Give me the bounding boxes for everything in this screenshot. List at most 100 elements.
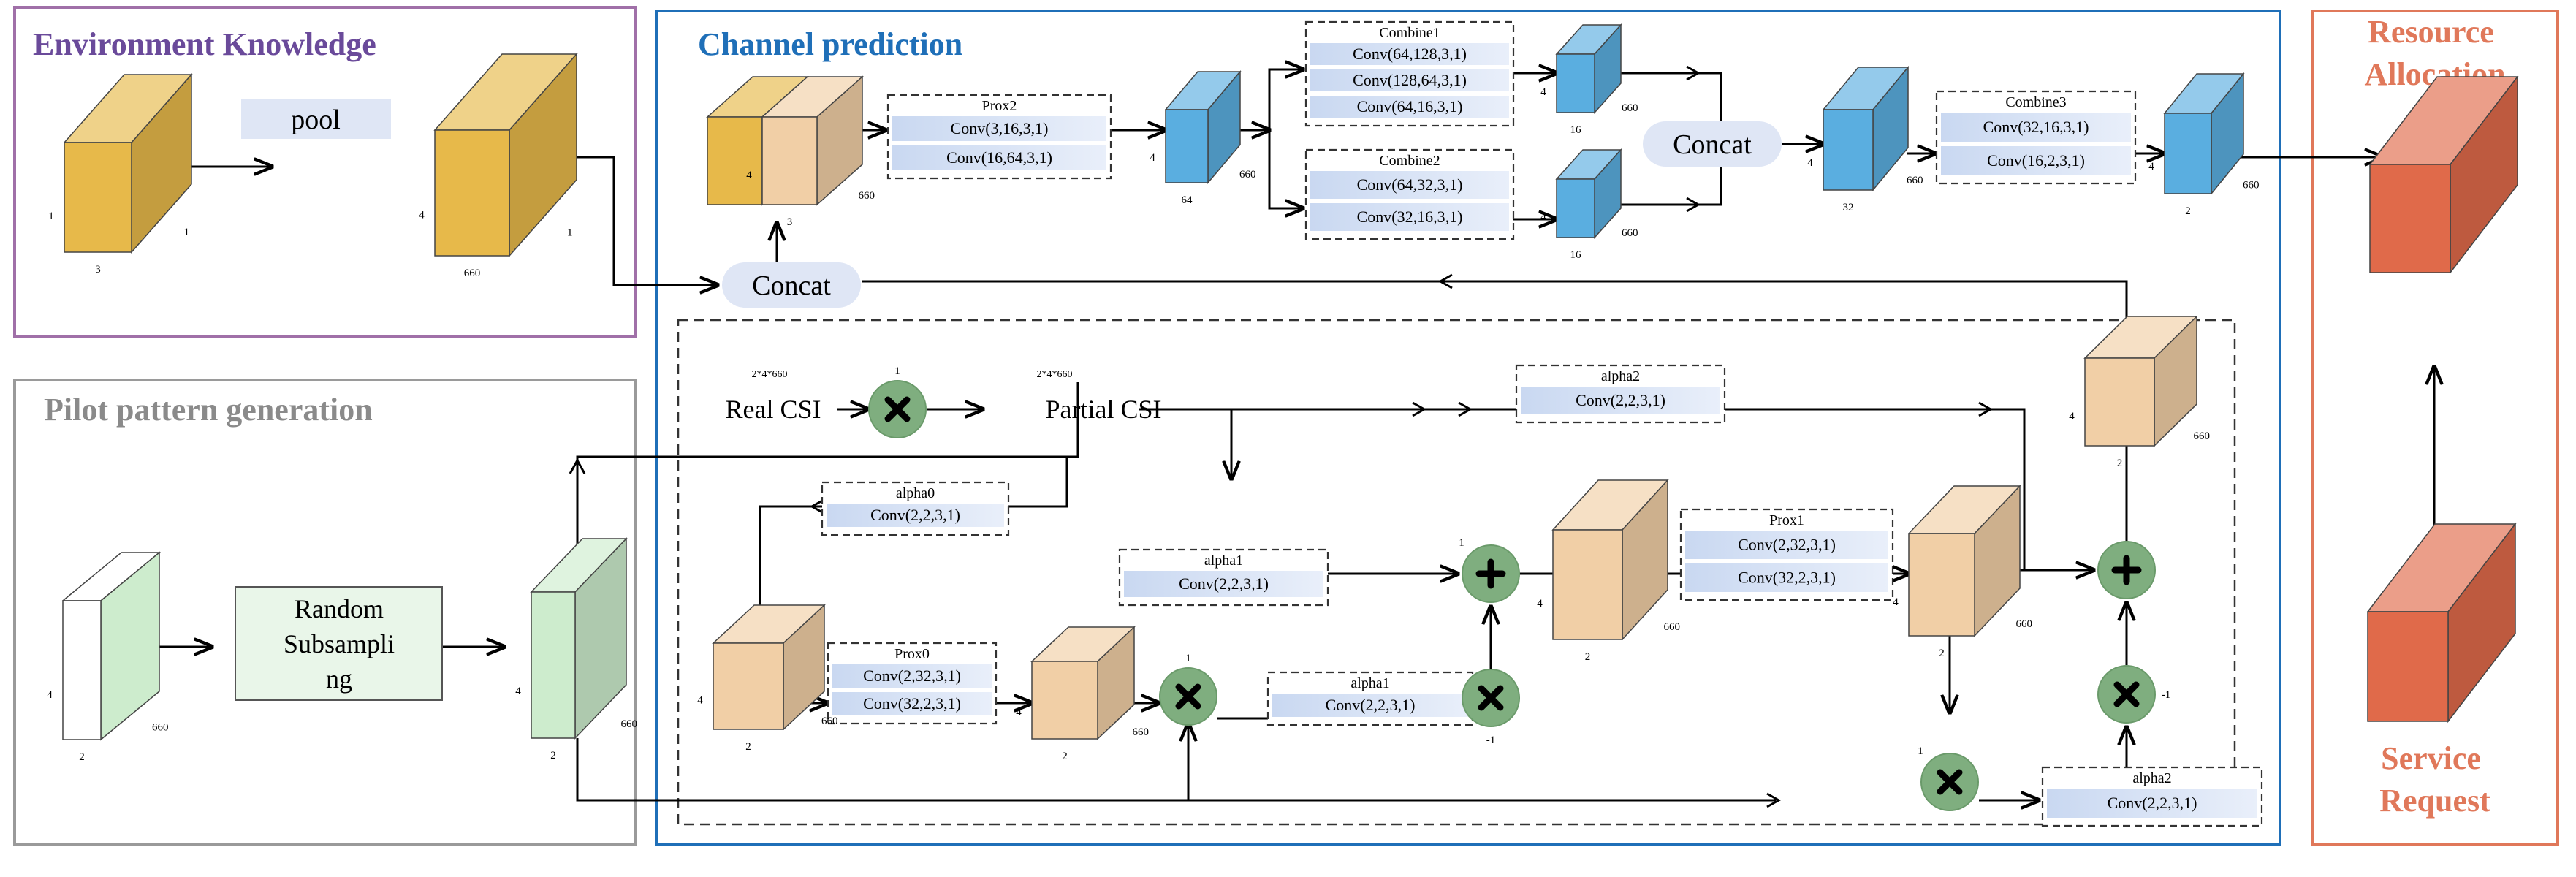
env-pooled-cube-dim-w: 660 bbox=[464, 267, 481, 279]
dim-real: 2*4*660 bbox=[752, 369, 788, 380]
pilot-bottom-rail bbox=[576, 738, 1776, 802]
cube-e-dim-d: 660 bbox=[2194, 430, 2211, 442]
cube-2-front bbox=[2164, 113, 2212, 194]
alpha1b-box-layer: Conv(2,2,3,1) bbox=[1326, 696, 1416, 714]
cube-a-dim-d: 660 bbox=[821, 715, 838, 727]
cube-d-dim-d: 660 bbox=[2016, 618, 2033, 630]
pilot-input-cube-front bbox=[62, 600, 102, 740]
pilot-title: Pilot pattern generation bbox=[44, 392, 373, 428]
concat-top: Concat bbox=[1643, 121, 1782, 167]
cube-e-front bbox=[2084, 357, 2155, 447]
mult-right-label: -1 bbox=[2162, 689, 2171, 701]
prox2-box-layer: Conv(16,64,3,1) bbox=[946, 148, 1052, 167]
prox0-box-layer: Conv(32,2,3,1) bbox=[863, 694, 961, 713]
env-input-cube bbox=[63, 73, 193, 254]
mult-neg-times-icon bbox=[1478, 685, 1504, 711]
cube-32-dim-d: 660 bbox=[1907, 175, 1923, 186]
pilot-input-cube-dim-w: 2 bbox=[79, 751, 85, 763]
cube-64 bbox=[1164, 69, 1242, 185]
cube-32-dim-w: 32 bbox=[1843, 202, 1854, 213]
alpha0-left-arrow bbox=[809, 498, 824, 515]
cube-b-dim-h: 4 bbox=[1016, 707, 1022, 718]
cube-16b-front bbox=[1556, 178, 1595, 238]
env-pooled-cube-front bbox=[434, 129, 510, 257]
prox1-box-layer: Conv(2,32,3,1) bbox=[1738, 536, 1836, 554]
pilot-input-cube bbox=[61, 551, 162, 741]
pilot-sampled-cube-dim-d: 660 bbox=[621, 718, 638, 730]
prox2-box-layer-bg bbox=[892, 145, 1106, 170]
partial-to-alpha0 bbox=[1008, 457, 1068, 508]
cube-64-dim-d: 660 bbox=[1239, 169, 1256, 181]
cube-a bbox=[712, 604, 826, 731]
env-input-cube-dim-w: 3 bbox=[95, 264, 101, 276]
prox0-box-layer-bg bbox=[832, 692, 992, 715]
env-panel bbox=[13, 6, 637, 338]
cube-d-front bbox=[1908, 533, 1975, 637]
service-cube-front bbox=[2367, 611, 2449, 722]
alpha2a-box-layer-bg bbox=[1521, 387, 1720, 414]
concat-top-arrow-b bbox=[1686, 197, 1701, 213]
service-title: Service Request bbox=[2379, 740, 2490, 819]
channel-title: Channel prediction bbox=[698, 26, 962, 62]
cube16b-to-concat bbox=[1615, 153, 1722, 206]
prox0-box-layer-bg bbox=[832, 664, 992, 688]
combine2-box-layer-bg bbox=[1310, 171, 1509, 199]
mult-top: 1 bbox=[868, 365, 927, 438]
alpha2b-box-layer: Conv(2,2,3,1) bbox=[2108, 794, 2197, 812]
concat-top-text: Concat bbox=[1673, 129, 1752, 160]
mult-right-times-icon bbox=[2113, 681, 2140, 707]
mult-bottom-times-icon bbox=[1937, 769, 1963, 795]
plus-mid: 1 bbox=[1459, 537, 1520, 603]
combine3-box-layer: Conv(16,2,3,1) bbox=[1987, 151, 2085, 170]
pilot-up-arrowhead bbox=[569, 458, 586, 474]
prox2-box-layer: Conv(3,16,3,1) bbox=[951, 119, 1049, 137]
prox2-box-title: Prox2 bbox=[982, 98, 1017, 114]
cube-64-dim-w: 64 bbox=[1182, 194, 1193, 206]
cube-64-dim-h: 4 bbox=[1150, 152, 1155, 164]
resource-panel bbox=[2311, 10, 2559, 846]
plus-mid-plus-icon bbox=[1475, 558, 1506, 589]
cube-b-dim-d: 660 bbox=[1133, 726, 1150, 738]
split-to-combine1 bbox=[1268, 69, 1303, 130]
combine1-box-layer: Conv(64,128,3,1) bbox=[1353, 45, 1467, 63]
cube-b-dim-w: 2 bbox=[1062, 751, 1068, 762]
combine1-box-title: Combine1 bbox=[1379, 25, 1440, 41]
plus-right bbox=[2097, 541, 2156, 599]
input-cube-b-dim-d: 660 bbox=[859, 190, 875, 202]
alpha0-box-layer: Conv(2,2,3,1) bbox=[870, 506, 960, 524]
random-subsampling-l3: ng bbox=[326, 664, 352, 694]
mult-neg: -1 bbox=[1462, 669, 1520, 746]
prox1-box-layer-bg bbox=[1685, 563, 1888, 592]
concat-top-bg bbox=[1643, 121, 1782, 167]
cube-2 bbox=[2163, 72, 2245, 196]
input-cube-b-dim-w: 3 bbox=[787, 216, 793, 228]
env-to-concat bbox=[570, 156, 718, 285]
cube-32-dim-h: 4 bbox=[1807, 157, 1813, 169]
combine2-box-layer: Conv(32,16,3,1) bbox=[1357, 208, 1463, 226]
channel-panel bbox=[655, 10, 2281, 846]
cube-d bbox=[1907, 485, 2021, 637]
env-input-cube-front bbox=[64, 142, 132, 253]
random-subsampling-bg bbox=[235, 586, 443, 701]
combine3-box-layer-bg bbox=[1941, 146, 2131, 175]
cube-c-dim-w: 2 bbox=[1585, 651, 1591, 663]
alpha0-box-title: alpha0 bbox=[896, 485, 935, 501]
rail-arrow bbox=[1766, 792, 1782, 808]
concat-main-bg bbox=[722, 262, 861, 308]
cube-b bbox=[1030, 626, 1136, 740]
input-cube-b-front bbox=[761, 116, 818, 205]
cube-c bbox=[1551, 479, 1669, 641]
alpha2a-box-title: alpha2 bbox=[1601, 368, 1640, 384]
pilot-input-cube-dim-d: 660 bbox=[152, 722, 169, 734]
alpha2b-box-title: alpha2 bbox=[2132, 770, 2171, 786]
alpha2b-box-layer-bg bbox=[2047, 789, 2257, 818]
cube-d-dim-h: 4 bbox=[1893, 596, 1899, 608]
cube-32-front bbox=[1823, 109, 1874, 191]
cube-e-dim-h: 4 bbox=[2069, 411, 2075, 422]
